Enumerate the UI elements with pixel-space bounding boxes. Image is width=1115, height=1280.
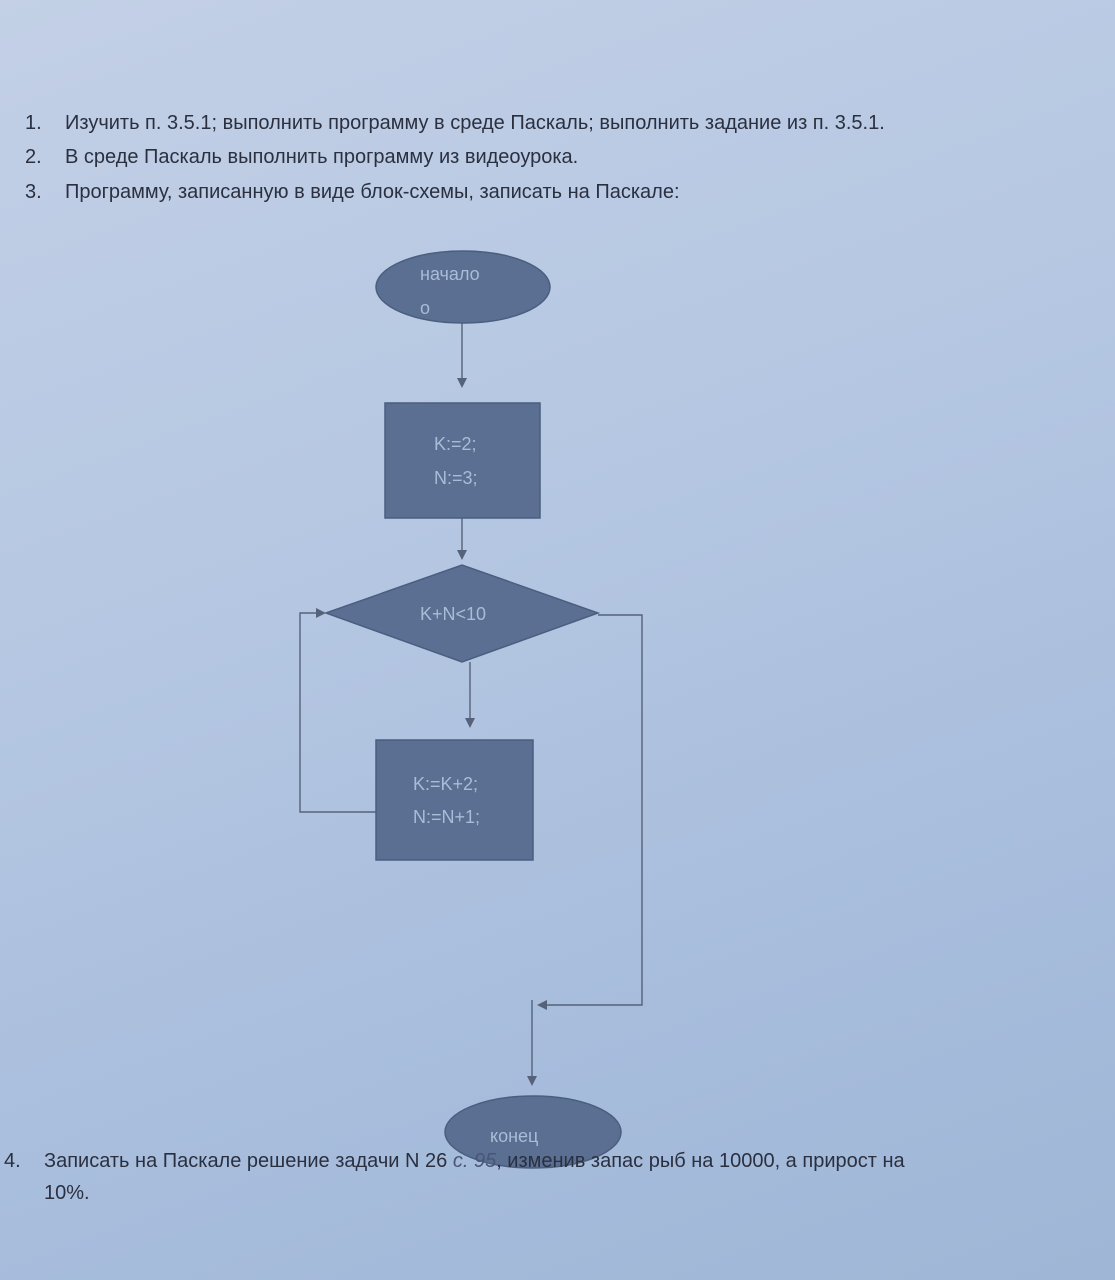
loop-body-block bbox=[375, 739, 534, 861]
arrow-icon bbox=[316, 608, 326, 618]
init-line-2: N:=3; bbox=[434, 468, 478, 488]
task-number: 2. bbox=[25, 146, 42, 168]
task-text: Программу, записанную в виде блок-схемы,… bbox=[65, 181, 680, 203]
start-label: начало bbox=[420, 264, 480, 284]
body-line-1: K:=K+2; bbox=[413, 774, 478, 794]
end-label: конец bbox=[490, 1126, 538, 1146]
arrow-icon bbox=[457, 378, 467, 388]
loop-back-connector bbox=[299, 612, 376, 813]
arrow-icon bbox=[527, 1076, 537, 1086]
task-text: Изучить п. 3.5.1; выполнить программу в … bbox=[65, 112, 885, 134]
task-number: 4. bbox=[4, 1150, 21, 1172]
condition-label: K+N<10 bbox=[420, 604, 486, 624]
start-label-extra: о bbox=[420, 298, 430, 318]
init-line-1: K:=2; bbox=[434, 434, 477, 454]
condition-decision bbox=[323, 564, 601, 663]
task-number: 3. bbox=[25, 181, 42, 203]
arrow-icon bbox=[537, 1000, 547, 1010]
task-text: Записать на Паскале решение задачи N 26 … bbox=[44, 1150, 905, 1173]
init-process-block bbox=[384, 402, 541, 519]
end-terminal bbox=[444, 1095, 622, 1169]
arrow-icon bbox=[465, 718, 475, 728]
task-text-before: Записать на Паскале решение задачи N 26 bbox=[44, 1150, 448, 1172]
task-4-line-2: 10%. bbox=[44, 1182, 90, 1204]
handwritten-note: с. 95 bbox=[452, 1150, 497, 1172]
task-text: В среде Паскаль выполнить программу из в… bbox=[65, 146, 579, 168]
arrow-icon bbox=[457, 550, 467, 560]
task-number: 1. bbox=[25, 112, 42, 134]
exit-connector bbox=[545, 614, 643, 1006]
task-text-after: , изменив запас рыб на 10000, а прирост … bbox=[496, 1150, 905, 1172]
body-line-2: N:=N+1; bbox=[413, 807, 480, 827]
start-terminal bbox=[375, 250, 551, 324]
